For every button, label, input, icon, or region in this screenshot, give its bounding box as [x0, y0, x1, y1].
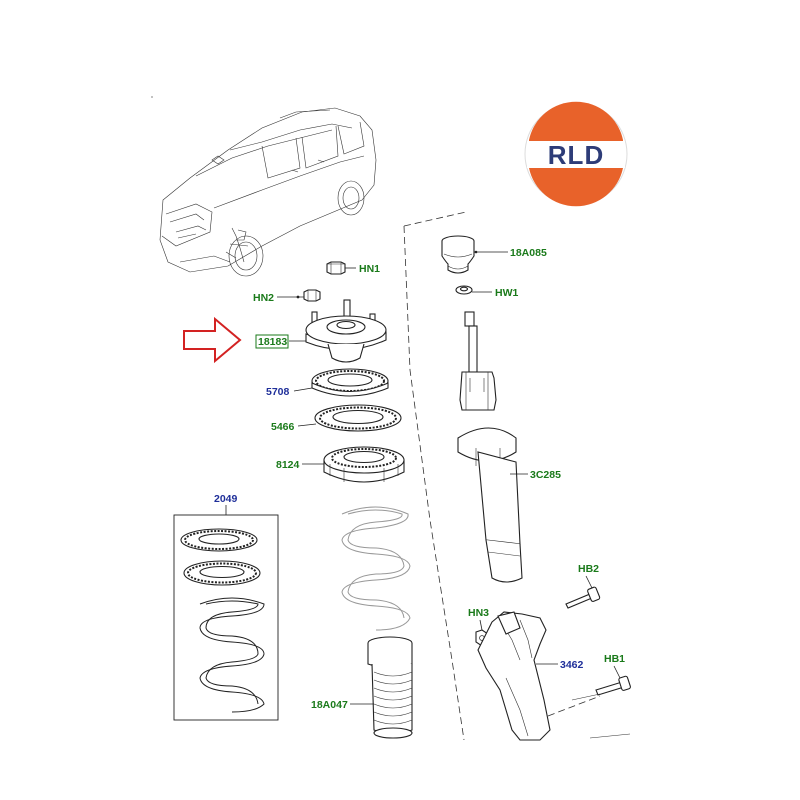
group-2049 [173, 505, 279, 721]
assembly-boundary [403, 211, 601, 741]
spring-seat-8124 [302, 446, 405, 483]
bolt-hb2 [565, 575, 601, 609]
callout-8124: 8124 [276, 459, 300, 471]
callout-hb1: HB1 [604, 653, 625, 665]
callout-2049: 2049 [214, 493, 238, 505]
callout-5708: 5708 [266, 386, 290, 398]
bump-stop-18a085 [441, 235, 508, 274]
callout-18183: 18183 [258, 336, 287, 348]
top-mount-18183 [289, 299, 387, 363]
callout-3462: 3462 [560, 659, 584, 671]
callout-hw1: HW1 [495, 287, 518, 299]
nut-hn2 [277, 289, 321, 302]
washer-hw1 [455, 285, 492, 295]
vehicle-illustration [151, 96, 377, 277]
spring-seat-5708 [293, 368, 389, 397]
knuckle-3462 [477, 611, 558, 741]
bolt-hb1 [595, 665, 631, 696]
callout-18a085: 18A085 [510, 247, 547, 259]
partial-part-edge [571, 693, 631, 739]
nut-hn1 [326, 261, 356, 275]
main-coil-spring [341, 506, 411, 631]
callout-hn1: HN1 [359, 263, 380, 275]
dust-boot-18a047 [350, 636, 413, 739]
callout-hn2: HN2 [253, 292, 274, 304]
rld-logo: RLD [524, 101, 628, 207]
isolator-5466 [297, 404, 402, 432]
callout-5466: 5466 [271, 421, 295, 433]
callout-3c285: 3C285 [530, 469, 561, 481]
callout-18183-box [255, 334, 289, 349]
callout-hn3: HN3 [468, 607, 489, 619]
logo-text: RLD [548, 140, 604, 170]
callout-18a047: 18A047 [311, 699, 348, 711]
callout-hb2: HB2 [578, 563, 599, 575]
shock-absorber-3c285 [457, 311, 528, 583]
red-pointer-arrow [183, 316, 242, 364]
